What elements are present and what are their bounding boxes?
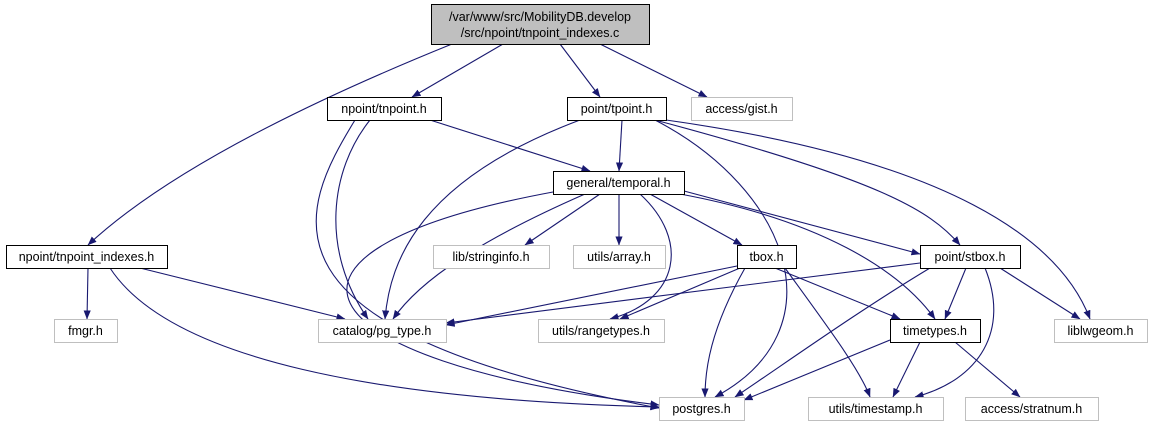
edge-root-to-access-gist [599, 43, 708, 98]
node-fmgr: fmgr.h [54, 319, 118, 343]
node-fmgr-box [54, 319, 118, 343]
edge-point-stbox-to-liblwgeom [999, 267, 1081, 320]
edge-timetypes-to-utils-timestamp [892, 341, 921, 398]
edge-point-tpoint-to-liblwgeom [665, 119, 1091, 320]
edge-timetypes-to-access-stratnum [954, 341, 1021, 398]
node-access-stratnum: access/stratnum.h [965, 397, 1099, 421]
node-timetypes-label: timetypes.h [903, 324, 967, 338]
edge-point-tpoint-to-general-temporal [615, 119, 624, 172]
node-root-file[interactable]: /var/www/src/MobilityDB.develop /src/npo… [431, 4, 650, 45]
edge-point-tpoint-to-point-stbox [654, 119, 961, 246]
node-tbox-box [737, 245, 797, 269]
node-access-stratnum-box [965, 397, 1099, 421]
node-tbox[interactable]: tbox.h [737, 245, 797, 269]
edge-general-temporal-to-postgres [346, 191, 660, 408]
node-tbox-label: tbox.h [749, 250, 783, 264]
node-liblwgeom-box [1054, 319, 1148, 343]
edge-point-tpoint-to-catalog-pg-type [382, 119, 581, 320]
edge-point-stbox-to-utils-timestamp [914, 267, 995, 399]
edge-point-stbox-to-timetypes [944, 267, 967, 320]
node-timetypes-box [890, 319, 981, 343]
edge-point-stbox-to-postgres [734, 267, 931, 398]
node-access-stratnum-label: access/stratnum.h [981, 402, 1082, 416]
node-utils-array: utils/array.h [573, 245, 666, 269]
node-lib-stringinfo-label: lib/stringinfo.h [452, 250, 529, 264]
node-utils-timestamp: utils/timestamp.h [808, 397, 944, 421]
node-npoint-tnpoint-label: npoint/tnpoint.h [341, 102, 427, 116]
edge-npoint-tnpoint-indexes-to-fmgr [83, 267, 91, 320]
edge-npoint-tnpoint-to-general-temporal [429, 119, 591, 172]
node-catalog-pg-type: catalog/pg_type.h [318, 319, 447, 343]
node-general-temporal[interactable]: general/temporal.h [553, 171, 685, 195]
node-point-tpoint-box [567, 97, 667, 121]
node-utils-array-box [573, 245, 666, 269]
nodes-layer: /var/www/src/MobilityDB.develop /src/npo… [6, 4, 1148, 421]
node-npoint-tnpoint-indexes[interactable]: npoint/tnpoint_indexes.h [6, 245, 168, 269]
edge-npoint-tnpoint-to-catalog-pg-type [335, 119, 371, 320]
node-npoint-tnpoint-indexes-box [6, 245, 168, 269]
node-root-box [431, 4, 650, 45]
node-liblwgeom-label: liblwgeom.h [1067, 324, 1133, 338]
edge-root-to-npoint-tnpoint-indexes [87, 43, 453, 246]
node-catalog-pg-type-label: catalog/pg_type.h [333, 324, 432, 338]
node-general-temporal-box [553, 171, 685, 195]
edge-general-temporal-to-timetypes [679, 193, 936, 320]
edge-tbox-to-timetypes [774, 267, 901, 320]
node-postgres-label: postgres.h [672, 402, 730, 416]
node-postgres: postgres.h [659, 397, 745, 421]
node-root-label-line2: /src/npoint/tnpoint_indexes.c [461, 26, 619, 40]
node-npoint-tnpoint-indexes-label: npoint/tnpoint_indexes.h [19, 250, 155, 264]
edge-general-temporal-to-lib-stringinfo [524, 193, 601, 246]
node-access-gist-box [691, 97, 793, 121]
node-utils-rangetypes-box [538, 319, 665, 343]
node-utils-array-label: utils/array.h [587, 250, 651, 264]
edge-point-stbox-to-catalog-pg-type [445, 262, 921, 326]
node-utils-timestamp-label: utils/timestamp.h [829, 402, 923, 416]
node-npoint-tnpoint-box [327, 97, 442, 121]
edge-tbox-to-postgres [701, 267, 746, 398]
node-general-temporal-label: general/temporal.h [566, 176, 670, 190]
edge-tbox-to-utils-timestamp [784, 267, 871, 398]
node-point-stbox[interactable]: point/stbox.h [920, 245, 1021, 269]
node-point-tpoint[interactable]: point/tpoint.h [567, 97, 667, 121]
node-point-stbox-box [920, 245, 1021, 269]
node-utils-rangetypes: utils/rangetypes.h [538, 319, 665, 343]
node-point-tpoint-label: point/tpoint.h [581, 102, 653, 116]
edge-tbox-to-catalog-pg-type [445, 265, 738, 327]
node-postgres-box [659, 397, 745, 421]
edge-general-temporal-to-utils-rangetypes [609, 193, 672, 321]
node-lib-stringinfo: lib/stringinfo.h [433, 245, 550, 269]
node-root-label-line1: /var/www/src/MobilityDB.develop [449, 10, 631, 24]
node-catalog-pg-type-box [318, 319, 447, 343]
node-liblwgeom: liblwgeom.h [1054, 319, 1148, 343]
edge-general-temporal-to-tbox [649, 193, 743, 246]
edge-general-temporal-to-point-stbox [683, 190, 921, 256]
edges-layer [83, 43, 1091, 411]
edge-timetypes-to-postgres [743, 339, 891, 401]
node-utils-rangetypes-label: utils/rangetypes.h [552, 324, 650, 338]
edge-npoint-tnpoint-indexes-to-catalog-pg-type [139, 267, 346, 321]
edge-npoint-tnpoint-indexes-to-postgres [109, 267, 660, 411]
edge-root-to-npoint-tnpoint [411, 43, 504, 98]
node-timetypes[interactable]: timetypes.h [890, 319, 981, 343]
node-access-gist-label: access/gist.h [705, 102, 777, 116]
node-fmgr-label: fmgr.h [68, 324, 103, 338]
node-access-gist: access/gist.h [691, 97, 793, 121]
edge-root-to-point-tpoint [559, 43, 601, 98]
node-lib-stringinfo-box [433, 245, 550, 269]
node-npoint-tnpoint[interactable]: npoint/tnpoint.h [327, 97, 442, 121]
node-point-stbox-label: point/stbox.h [935, 250, 1006, 264]
edge-npoint-tnpoint-to-postgres [315, 119, 660, 410]
node-utils-timestamp-box [808, 397, 944, 421]
